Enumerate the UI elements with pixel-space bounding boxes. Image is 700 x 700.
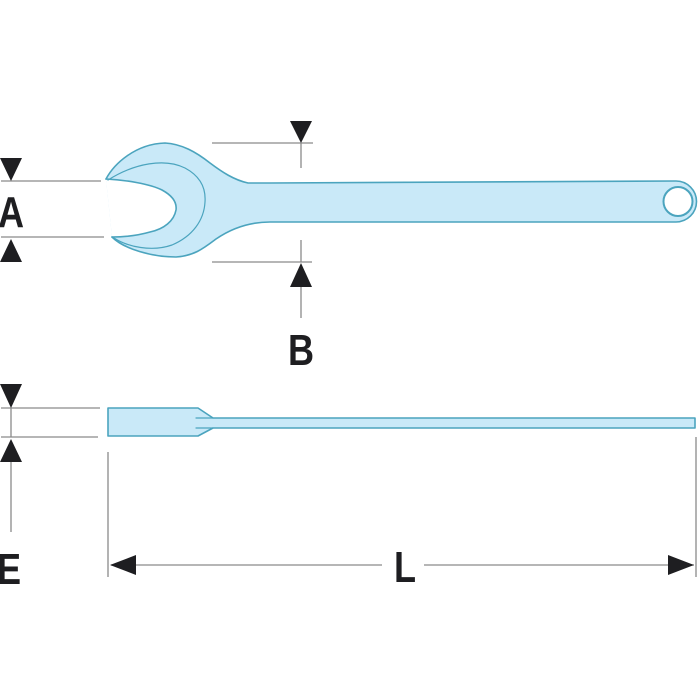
dim-b-arrow-down-icon — [290, 121, 312, 143]
dim-l-arrow-right-icon — [668, 555, 694, 575]
dimension-l-label: L — [393, 543, 417, 592]
dim-e-arrow-down-icon — [0, 384, 22, 408]
dimension-l — [107, 437, 697, 577]
dimension-a — [0, 158, 104, 262]
dimension-b — [212, 121, 313, 318]
dim-e-arrow-up-icon — [0, 439, 22, 462]
wrench-jaw-opening — [106, 179, 177, 237]
handle-hole — [662, 186, 694, 217]
wrench-top-view — [105, 142, 698, 258]
dim-b-arrow-up-icon — [290, 263, 312, 287]
wrench-outer-outline — [105, 142, 698, 258]
wrench-body-fill — [106, 143, 697, 257]
dimension-a-label: A — [0, 188, 25, 237]
dim-a-arrow-down-icon — [0, 158, 22, 181]
dimension-e — [0, 384, 100, 532]
wrench-side-view — [107, 407, 696, 437]
wrench-jaw-inner-edge — [105, 178, 177, 238]
dimension-e-label: E — [0, 548, 25, 592]
dim-l-arrow-left-icon — [110, 555, 136, 575]
wrench-side-profile — [107, 407, 696, 437]
wrench-chamfer-line — [107, 162, 206, 249]
dimension-b-label: B — [287, 326, 315, 375]
dim-a-arrow-up-icon — [0, 239, 22, 262]
